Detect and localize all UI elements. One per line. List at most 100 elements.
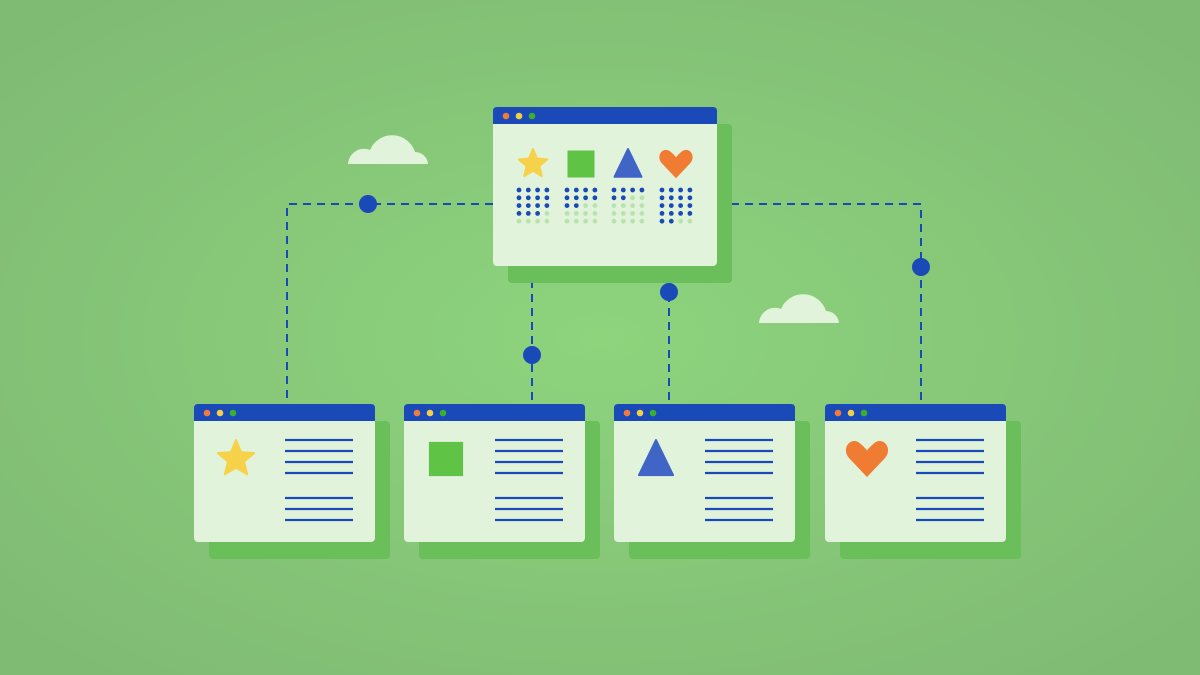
progress-dot: [659, 195, 665, 201]
triangle-shape: [613, 148, 643, 178]
progress-dot: [525, 211, 531, 216]
progress-dot: [611, 187, 617, 193]
close-dot: [502, 112, 510, 120]
progress-dot: [544, 211, 550, 216]
window-title-bar: [194, 404, 375, 421]
progress-dot: [668, 203, 674, 209]
progress-dot: [687, 218, 693, 224]
window-body: [825, 404, 1006, 542]
dashed-connector: [286, 203, 493, 404]
progress-dot: [564, 195, 570, 201]
dot-grid: [564, 187, 598, 224]
square-icon: [567, 150, 595, 178]
detail-window: [404, 404, 600, 559]
window-title-bar: [614, 404, 795, 421]
progress-dot: [573, 211, 579, 216]
progress-dot: [564, 203, 570, 209]
progress-dot: [544, 195, 550, 201]
triangle-icon: [613, 148, 643, 178]
progress-dot: [639, 218, 645, 224]
progress-dot: [678, 203, 683, 209]
window-body: [194, 404, 375, 542]
progress-dot: [611, 195, 617, 201]
progress-dot: [592, 211, 598, 216]
progress-dot: [630, 218, 635, 224]
heart-icon: [659, 149, 693, 179]
progress-dot: [639, 203, 645, 209]
overview-window: [493, 107, 732, 283]
progress-dot: [620, 218, 626, 224]
window-title-bar: [404, 404, 585, 421]
progress-dot: [516, 218, 522, 224]
progress-dot: [687, 195, 693, 201]
progress-dot: [659, 211, 665, 216]
dot-grid: [611, 187, 645, 224]
triangle-icon: [637, 439, 675, 477]
progress-dot: [583, 195, 588, 201]
progress-dot: [611, 203, 617, 209]
connector-node: [912, 258, 930, 276]
progress-dot: [639, 187, 645, 193]
progress-dot: [668, 218, 674, 224]
progress-dot: [620, 195, 626, 201]
close-dot: [834, 409, 842, 417]
connector-node: [660, 283, 678, 301]
close-dot: [203, 409, 211, 417]
heart-shape: [845, 441, 889, 478]
heart-shape: [659, 149, 693, 179]
progress-dot: [620, 203, 626, 209]
progress-dot: [630, 203, 635, 209]
progress-dot: [583, 187, 588, 193]
maximize-dot: [528, 112, 536, 120]
progress-dot: [516, 211, 522, 216]
connector-node: [523, 346, 541, 364]
progress-dot: [573, 203, 579, 209]
progress-dot: [678, 218, 683, 224]
minimize-dot: [426, 409, 434, 417]
connector-node: [359, 195, 377, 213]
progress-dot: [573, 218, 579, 224]
progress-dot: [564, 187, 570, 193]
progress-dot: [535, 203, 540, 209]
progress-dot: [687, 211, 693, 216]
progress-dot: [659, 218, 665, 224]
close-dot: [623, 409, 631, 417]
progress-dot: [535, 195, 540, 201]
progress-dot: [592, 187, 598, 193]
progress-dot: [611, 211, 617, 216]
heart-icon: [845, 441, 889, 478]
progress-dot: [630, 195, 635, 201]
star-shape: [216, 439, 256, 476]
progress-dot: [592, 203, 598, 209]
progress-dot: [678, 195, 683, 201]
progress-dot: [525, 195, 531, 201]
dot-grid: [516, 187, 550, 224]
progress-dot: [573, 187, 579, 193]
progress-dot: [687, 203, 693, 209]
cloud: [759, 294, 839, 323]
progress-dot: [620, 187, 626, 193]
detail-window: [614, 404, 810, 559]
maximize-dot: [229, 409, 237, 417]
cloud: [348, 135, 428, 164]
progress-dot: [678, 187, 683, 193]
progress-dot: [535, 211, 540, 216]
square-shape: [428, 441, 464, 477]
star-shape: [517, 148, 549, 178]
progress-dot: [659, 187, 665, 193]
progress-dot: [687, 187, 693, 193]
cloud-shape: [348, 135, 428, 164]
progress-dot: [611, 218, 617, 224]
progress-dot: [668, 187, 674, 193]
maximize-dot: [439, 409, 447, 417]
dot-grid: [659, 187, 693, 224]
windows: [194, 107, 1021, 559]
progress-dot: [525, 203, 531, 209]
progress-dot: [525, 187, 531, 193]
clouds: [348, 135, 839, 323]
progress-dot: [630, 187, 635, 193]
star-icon: [216, 439, 256, 476]
progress-dot: [659, 203, 665, 209]
